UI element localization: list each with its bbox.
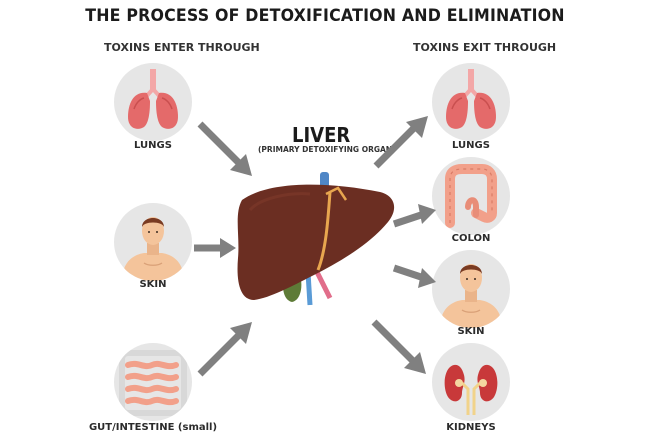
small-intestine-icon (119, 350, 187, 416)
person-icon (440, 264, 502, 328)
arrow-gut-to-liver (194, 316, 258, 380)
exit-colon-circle (432, 157, 510, 235)
arrow-liver-to-colon (392, 200, 438, 230)
diagram-title: THE PROCESS OF DETOXIFICATION AND ELIMIN… (85, 6, 565, 26)
entry-lungs-circle (114, 63, 192, 141)
lungs-icon (446, 69, 496, 129)
exit-lungs-label: LUNGS (452, 140, 490, 151)
entry-lungs-label: LUNGS (134, 140, 172, 151)
entry-gut-label: GUT/INTESTINE (small) (88, 422, 218, 433)
exit-kidneys-label: KIDNEYS (446, 422, 496, 433)
arrow-liver-to-kidneys (368, 316, 432, 380)
arrow-liver-to-lungs (370, 112, 434, 172)
arrow-liver-to-skin (392, 262, 438, 292)
arrow-lungs-to-liver (194, 118, 258, 182)
person-icon (122, 217, 184, 281)
lungs-icon (128, 69, 178, 129)
exit-kidneys-circle (432, 343, 510, 421)
entry-gut-circle (114, 343, 192, 421)
liver-subtitle: (PRIMARY DETOXIFYING ORGAN) (258, 145, 396, 154)
entry-skin-label: SKIN (139, 279, 167, 290)
liver-title: LIVER (292, 123, 351, 147)
exit-skin-circle (432, 250, 510, 328)
exit-heading: TOXINS EXIT THROUGH (413, 41, 557, 54)
entry-skin-circle (114, 203, 192, 281)
kidneys-icon (444, 364, 498, 415)
colon-icon (445, 164, 497, 228)
enter-heading: TOXINS ENTER THROUGH (104, 41, 260, 54)
exit-lungs-circle (432, 63, 510, 141)
exit-colon-label: COLON (451, 233, 491, 244)
arrow-skin-to-liver (192, 236, 238, 260)
exit-skin-label: SKIN (457, 326, 485, 337)
liver-illustration (230, 170, 400, 320)
